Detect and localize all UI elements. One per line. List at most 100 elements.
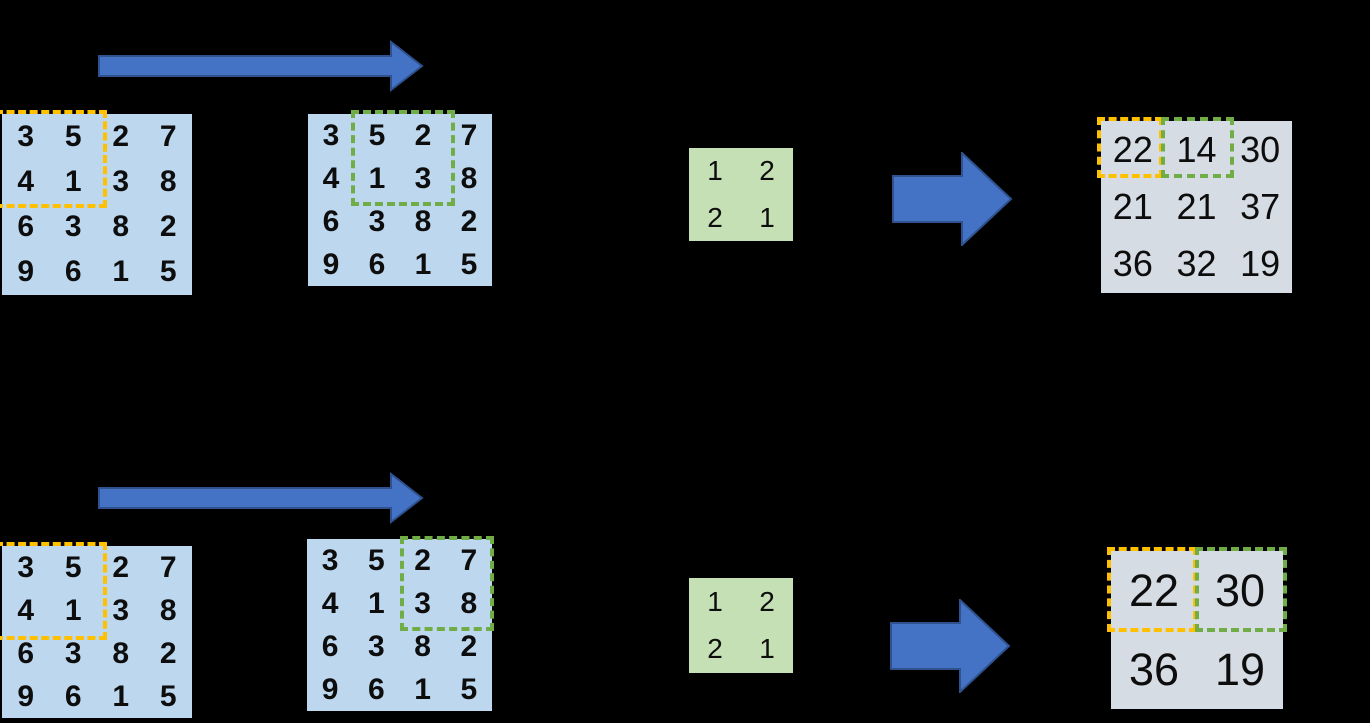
matrix-cell: 6: [17, 210, 35, 244]
matrix-cell: 1: [368, 161, 386, 195]
previous-window-highlight-input-stride1: [0, 110, 107, 208]
matrix-cell: 8: [414, 204, 432, 238]
matrix-cell: 4: [322, 161, 340, 195]
matrix-cell: 30: [1214, 565, 1266, 616]
matrix-cell: 2: [112, 550, 130, 584]
matrix-cell: 3: [414, 161, 432, 195]
matrix-cell: 5: [64, 119, 82, 153]
current-window-highlight-output-stride2: [1195, 547, 1287, 632]
matrix-cell: 2: [460, 629, 478, 663]
matrix-cell: 6: [17, 636, 35, 670]
matrix-cell: 8: [159, 164, 177, 198]
matrix-cell: 3: [368, 204, 386, 238]
matrix-cell: 6: [321, 629, 339, 663]
matrix-cell: 6: [64, 255, 82, 289]
matrix-cell: 3: [322, 118, 340, 152]
matrix-cell: 5: [368, 118, 386, 152]
matrix-cell: 19: [1240, 243, 1281, 285]
matrix-cell: 5: [159, 679, 177, 713]
matrix-cell: 8: [460, 586, 478, 620]
kernel-matrix-stride2: 1 2 2 1: [689, 578, 793, 673]
output-matrix-stride1: 22 14 30 21 21 37 36 32 19: [1101, 121, 1292, 293]
matrix-cell: 32: [1176, 243, 1217, 285]
matrix-cell: 1: [112, 679, 130, 713]
matrix-cell: 22: [1128, 565, 1180, 616]
matrix-cell: 36: [1112, 243, 1153, 285]
matrix-cell: 8: [112, 636, 130, 670]
slide-right-arrow-stride2: [98, 472, 424, 525]
matrix-cell: 3: [112, 593, 130, 627]
produces-block-arrow-stride1: [892, 152, 1013, 246]
matrix-cell: 2: [159, 636, 177, 670]
matrix-cell: 9: [17, 679, 35, 713]
matrix-cell: 2: [759, 585, 775, 617]
matrix-cell: 5: [159, 255, 177, 289]
matrix-cell: 5: [64, 550, 82, 584]
matrix-cell: 21: [1176, 185, 1217, 227]
matrix-cell: 1: [759, 201, 775, 233]
matrix-cell: 3: [321, 543, 339, 577]
matrix-cell: 6: [368, 672, 385, 706]
matrix-cell: 6: [322, 204, 340, 238]
current-window-highlight-input-stride2: [400, 536, 494, 631]
matrix-cell: 30: [1240, 128, 1281, 170]
matrix-cell: 6: [64, 679, 82, 713]
matrix-cell: 9: [321, 672, 339, 706]
matrix-cell: 22: [1112, 128, 1153, 170]
matrix-cell: 37: [1240, 185, 1281, 227]
matrix-cell: 3: [414, 586, 431, 620]
matrix-cell: 2: [707, 201, 723, 233]
matrix-cell: 8: [460, 161, 478, 195]
matrix-cell: 3: [368, 629, 385, 663]
matrix-cell: 7: [159, 550, 177, 584]
matrix-cell: 2: [759, 155, 775, 187]
matrix-cell: 1: [112, 255, 130, 289]
matrix-cell: 1: [707, 155, 723, 187]
matrix-cell: 5: [460, 672, 478, 706]
matrix-cell: 3: [64, 210, 82, 244]
matrix-cell: 2: [414, 543, 431, 577]
matrix-cell: 1: [368, 586, 385, 620]
matrix-cell: 7: [159, 119, 177, 153]
matrix-cell: 2: [414, 118, 432, 152]
matrix-cell: 1: [414, 672, 431, 706]
matrix-cell: 6: [368, 247, 386, 281]
matrix-cell: 4: [321, 586, 339, 620]
produces-block-arrow-stride2: [890, 599, 1011, 693]
matrix-cell: 21: [1112, 185, 1153, 227]
matrix-cell: 19: [1214, 644, 1266, 695]
matrix-cell: 3: [17, 119, 35, 153]
matrix-cell: 8: [159, 593, 177, 627]
matrix-cell: 1: [759, 633, 775, 665]
matrix-cell: 5: [368, 543, 385, 577]
matrix-cell: 9: [322, 247, 340, 281]
matrix-cell: 8: [414, 629, 431, 663]
matrix-cell: 4: [17, 164, 35, 198]
matrix-cell: 7: [460, 543, 478, 577]
matrix-cell: 3: [112, 164, 130, 198]
matrix-cell: 7: [460, 118, 478, 152]
matrix-cell: 2: [460, 204, 478, 238]
matrix-cell: 2: [707, 633, 723, 665]
matrix-cell: 4: [17, 593, 35, 627]
matrix-cell: 2: [159, 210, 177, 244]
kernel-matrix-stride1: 1 2 2 1: [689, 148, 793, 241]
matrix-cell: 1: [64, 164, 82, 198]
matrix-cell: 8: [112, 210, 130, 244]
matrix-cell: 3: [17, 550, 35, 584]
matrix-cell: 3: [64, 636, 82, 670]
matrix-cell: 1: [707, 585, 723, 617]
current-window-highlight-output-stride1: [1161, 117, 1234, 178]
current-window-highlight-input-stride1: [351, 110, 455, 206]
previous-window-highlight-output-stride1: [1097, 117, 1163, 178]
matrix-cell: 9: [17, 255, 35, 289]
matrix-cell: 36: [1128, 644, 1180, 695]
matrix-cell: 1: [414, 247, 432, 281]
matrix-cell: 14: [1176, 128, 1217, 170]
matrix-cell: 2: [112, 119, 130, 153]
